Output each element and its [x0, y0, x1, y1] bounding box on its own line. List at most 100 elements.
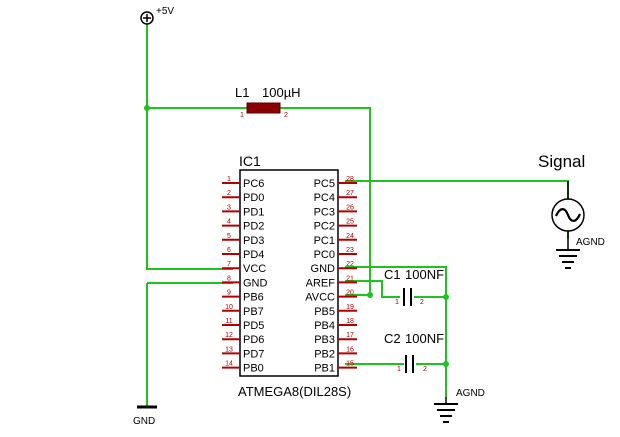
ic-pin-3: 3 PD1	[222, 204, 264, 218]
c2-pin2: 2	[423, 366, 427, 373]
ic-part: ATMEGA8(DIL28S)	[238, 384, 351, 399]
pin-name: PC4	[314, 192, 335, 204]
pin-name: PD0	[243, 192, 264, 204]
pin-number: 11	[225, 318, 232, 325]
ic-pin-24: 24 PC1	[314, 233, 357, 247]
pin-number: 24	[346, 233, 354, 240]
pin-name: PC2	[314, 221, 335, 233]
c1-ref: C1	[384, 267, 401, 282]
capacitor-c1: C1 100NF 1 2	[384, 267, 444, 306]
pin-number: 15	[346, 361, 354, 368]
agnd-label: AGND	[456, 388, 485, 399]
pin-name: PD2	[243, 221, 264, 233]
c1-value: 100NF	[405, 267, 444, 282]
pin-number: 5	[227, 233, 231, 240]
c1-pin1: 1	[395, 299, 399, 306]
inductor-body	[246, 102, 281, 114]
c1-pin2: 2	[420, 299, 424, 306]
signal-label: Signal	[538, 152, 585, 171]
pin-name: GND	[311, 263, 336, 275]
pin-number: 6	[227, 247, 231, 254]
pin-name: PD3	[243, 235, 264, 247]
pin-number: 18	[346, 318, 354, 325]
pin-number: 12	[225, 332, 233, 339]
pin-name: PD7	[243, 348, 264, 360]
signal-source: Signal AGND	[538, 152, 605, 250]
power-symbol-5v: +5V	[140, 6, 174, 25]
gnd-label: GND	[133, 416, 155, 427]
ic-ref: IC1	[239, 153, 261, 169]
pin-number: 27	[346, 190, 354, 197]
pin-number: 4	[227, 219, 231, 226]
pin-name: PB1	[314, 363, 335, 375]
aref-wire	[345, 280, 400, 298]
ic-pin-11: 11 PD5	[222, 318, 264, 332]
inductor-ref: L1	[235, 85, 249, 100]
ic-pin-9: 9 PB6	[222, 290, 264, 304]
pin-name: PB6	[243, 292, 264, 304]
junction-dot	[443, 294, 449, 300]
pin-name: PD1	[243, 206, 264, 218]
pin-number: 28	[346, 176, 354, 183]
wires	[144, 24, 569, 407]
pin-name: PD5	[243, 320, 264, 332]
pin-number: 21	[346, 275, 354, 282]
pin-number: 1	[227, 176, 231, 183]
junction-dot	[144, 105, 150, 111]
ground-symbol-gnd: GND	[133, 405, 157, 427]
pin-number: 26	[346, 204, 354, 211]
vcc-wire	[146, 24, 233, 270]
pin-number: 14	[225, 361, 233, 368]
plus-circle-icon	[140, 11, 154, 25]
pin-number: 9	[227, 290, 231, 297]
c2-ref: C2	[384, 331, 401, 346]
agnd-wire	[345, 266, 447, 397]
pin-name: GND	[243, 277, 268, 289]
pin-name: VCC	[243, 263, 266, 275]
pin-number: 8	[227, 275, 231, 282]
pin-name: PD4	[243, 249, 264, 261]
ic-pin-1: 1 PC6	[222, 176, 264, 190]
ic-pin-28: 28 PC5	[314, 176, 357, 190]
ic-pin-8: 8 GND	[222, 275, 268, 289]
ic-pin-2: 2 PD0	[222, 190, 264, 204]
c2-value: 100NF	[405, 331, 444, 346]
inductor-pin2: 2	[284, 112, 288, 119]
ic-pin-10: 10 PB7	[222, 304, 264, 318]
inductor-pin1: 1	[240, 112, 244, 119]
ic-pin-12: 12 PD6	[222, 332, 264, 346]
pin-number: 20	[346, 290, 354, 297]
pin-number: 25	[346, 219, 354, 226]
inductor-value: 100µH	[262, 85, 301, 100]
pin-number: 19	[346, 304, 354, 311]
pin-name: PB0	[243, 363, 264, 375]
pin-name: AVCC	[305, 292, 335, 304]
ic-pin-6: 6 PD4	[222, 247, 264, 261]
pin-number: 10	[225, 304, 233, 311]
pin-number: 3	[227, 204, 231, 211]
ground-symbol-signal	[556, 249, 580, 269]
junction-dot	[367, 292, 373, 298]
pin-name: PB7	[243, 306, 264, 318]
capacitor-c2: C2 100NF 1 2	[384, 331, 444, 373]
pin-name: PD6	[243, 334, 264, 346]
pin-number: 22	[346, 261, 354, 268]
signal-agnd-label: AGND	[576, 237, 605, 248]
pin-number: 2	[227, 190, 231, 197]
pin-name: PC1	[314, 235, 335, 247]
pin-name: PC5	[314, 178, 335, 190]
pin-name: PC6	[243, 178, 264, 190]
ground-symbol-agnd: AGND	[434, 388, 485, 423]
